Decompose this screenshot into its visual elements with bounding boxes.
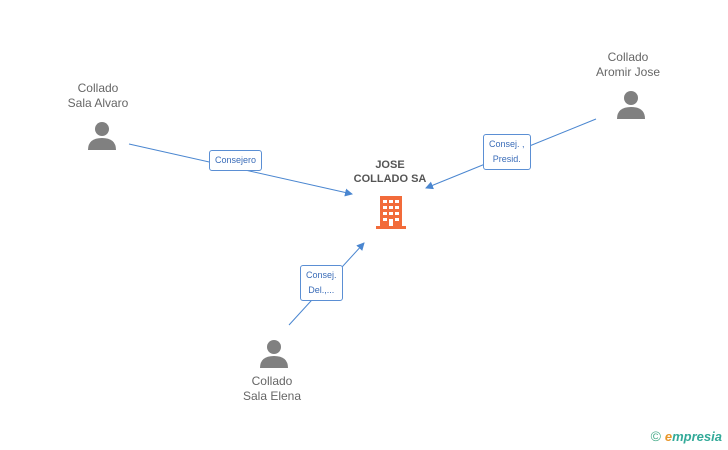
person-elena-icon[interactable]: [258, 338, 290, 370]
edge-label-elena[interactable]: Consej. Del.,...: [300, 265, 343, 301]
edge-label-jose[interactable]: Consej. , Presid.: [483, 134, 531, 170]
empresia-logo: empresia: [665, 429, 722, 444]
copyright-symbol: ©: [650, 428, 661, 444]
building-icon[interactable]: [373, 193, 409, 231]
empresia-watermark: ©empresia: [651, 428, 722, 444]
person-alvaro-line2: Sala Alvaro: [67, 96, 129, 110]
edge-label-elena-line2: Del.,...: [308, 285, 335, 295]
edge-label-alvaro-line1: Consejero: [215, 155, 257, 165]
edge-label-jose-line1: Consej. ,: [489, 139, 525, 149]
company-name-line2: COLLADO SA: [353, 173, 427, 185]
person-elena-line2: Sala Elena: [242, 389, 302, 403]
person-jose-line1: Collado: [607, 50, 649, 64]
empresia-logo-rest: mpresia: [672, 429, 722, 444]
person-alvaro-name[interactable]: Collado Sala Alvaro: [48, 81, 148, 111]
person-alvaro-icon[interactable]: [86, 120, 118, 152]
empresia-logo-e: e: [664, 429, 673, 444]
edge-label-elena-line1: Consej.: [306, 270, 337, 280]
company-name[interactable]: JOSE COLLADO SA: [340, 158, 440, 186]
person-jose-line2: Aromir Jose: [595, 65, 660, 79]
person-jose-icon[interactable]: [615, 89, 647, 121]
edge-label-jose-line2: Presid.: [492, 154, 521, 164]
edge-label-alvaro[interactable]: Consejero: [209, 150, 263, 171]
company-name-line1: JOSE: [375, 159, 405, 171]
person-elena-line1: Collado: [251, 374, 293, 388]
person-jose-name[interactable]: Collado Aromir Jose: [578, 50, 678, 80]
person-elena-name[interactable]: Collado Sala Elena: [222, 374, 322, 404]
person-alvaro-line1: Collado: [77, 81, 119, 95]
